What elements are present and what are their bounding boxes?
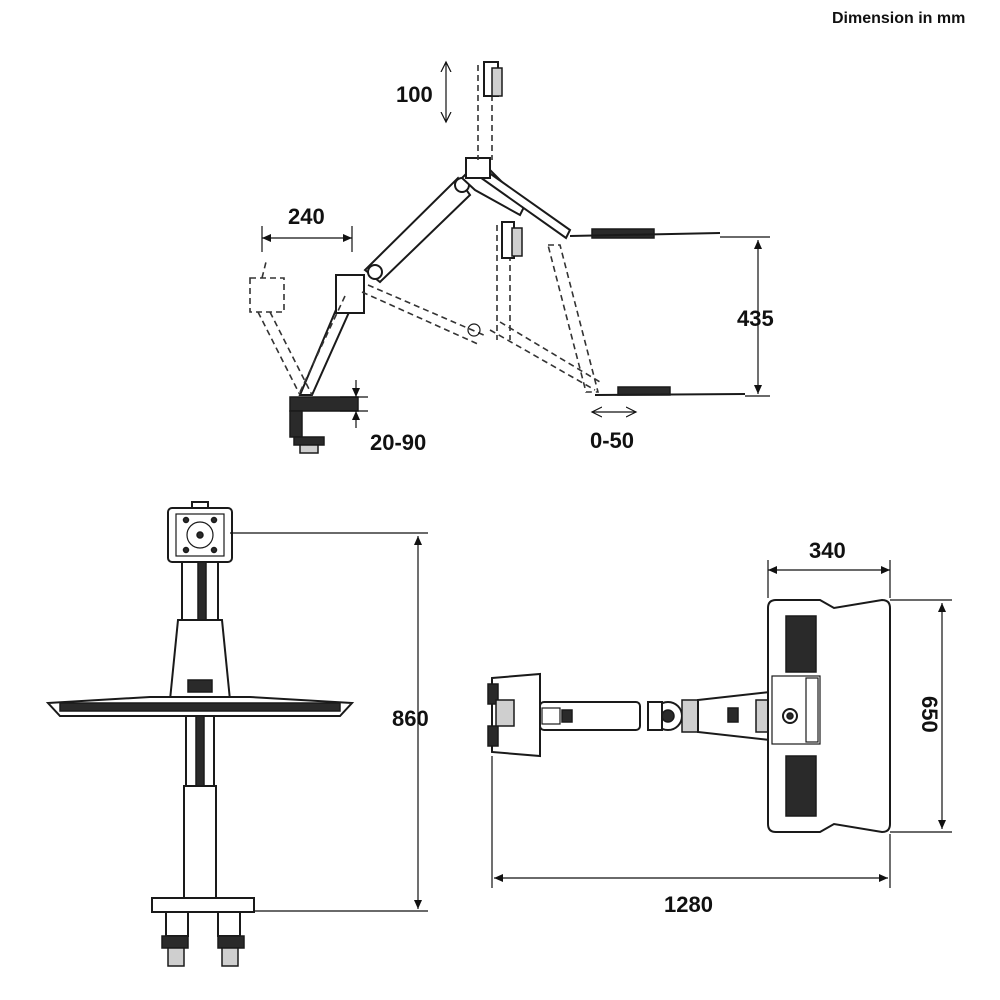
side-ghost-left: [249, 261, 313, 396]
dim-tray-depth-label: 340: [809, 538, 846, 563]
dim-clamp-range-label: 20-90: [370, 430, 427, 455]
top-tray-pad-lower: [785, 755, 817, 817]
side-keyboard-tilted: [546, 244, 600, 393]
front-lower-pole: [183, 785, 217, 899]
dim-keyboard-height-label: 435: [737, 306, 774, 331]
dim-vertical-travel-label: 100: [396, 82, 433, 107]
dim-keyboard-slide-label: 0-50: [590, 428, 635, 453]
side-upper-arm: [363, 176, 472, 284]
side-view: [249, 62, 770, 454]
front-view: [45, 501, 428, 967]
dim-tray-width-label: 650: [917, 696, 942, 733]
side-monitor-pole-low: [496, 225, 511, 340]
dim-overall-height-label: 860: [392, 706, 429, 731]
top-arm-segment-1: [539, 701, 641, 731]
front-clamps: [161, 911, 245, 967]
unit-note: Dimension in mm: [832, 10, 966, 27]
top-tray-pad-upper: [785, 615, 817, 673]
top-view: [487, 560, 952, 888]
side-lower-arm: [298, 303, 352, 396]
dim-arm-reach-label: 240: [288, 204, 325, 229]
side-keyboard-top: [591, 228, 655, 239]
dim-overall-length-label: 1280: [664, 892, 713, 917]
front-base-plate: [151, 897, 255, 913]
side-lower-position-arm: [361, 284, 487, 346]
side-clamp: [289, 396, 359, 454]
